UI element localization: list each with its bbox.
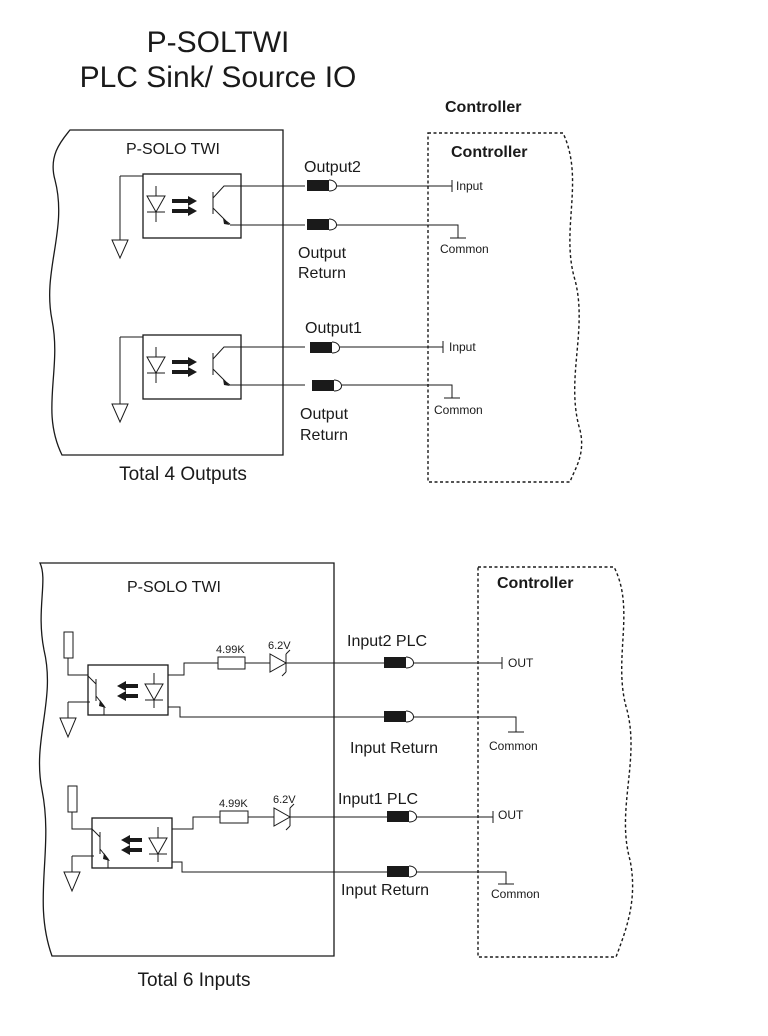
output-channel-1: Output1 Output Return Input Common: [111, 320, 483, 444]
phototransistor-icon: [72, 828, 109, 868]
resistor-icon: [63, 631, 74, 659]
outputs-section: Controller P-SOLO TWI Controller: [49, 99, 583, 485]
led-diode-icon: [148, 827, 168, 862]
light-arrow-icon: [117, 691, 138, 701]
light-arrow-icon: [117, 681, 138, 691]
resistor-icon: [219, 810, 249, 824]
led-diode-icon: [146, 186, 166, 222]
terminal-plug: [307, 219, 329, 230]
light-arrow-icon: [172, 357, 197, 367]
inputs-device-label: P-SOLO TWI: [127, 579, 221, 596]
light-arrow-icon: [172, 367, 197, 377]
optocoupler-box: [91, 817, 173, 869]
outputs-device-box: [49, 129, 284, 456]
output-2-controller-input: Input: [456, 179, 483, 193]
outputs-controller-label: Controller: [451, 144, 527, 161]
ground-icon: [59, 717, 77, 739]
led-diode-icon: [146, 347, 166, 383]
input-1-zener-value: 6.2V: [273, 794, 296, 806]
light-arrow-icon: [121, 835, 142, 845]
optocoupler-box: [142, 334, 242, 400]
input-2-return-label: Input Return: [350, 740, 438, 757]
input-1-controller-common: Common: [491, 887, 540, 901]
input-2-controller-common: Common: [489, 739, 538, 753]
terminal-plug: [312, 380, 334, 391]
phototransistor-icon: [212, 346, 240, 386]
outputs-outer-controller-label: Controller: [445, 99, 521, 116]
ground-icon: [111, 239, 129, 260]
optocoupler-box: [87, 664, 169, 716]
output-1-controller-common: Common: [434, 403, 483, 417]
input-1-resistor-value: 4.99K: [219, 798, 248, 810]
input-channel-1: 4.99K 6.2V Input1 PLC Input Return OUT C…: [63, 785, 540, 901]
inputs-device-box: [38, 562, 335, 957]
output-1-label: Output1: [305, 320, 362, 337]
led-diode-icon: [144, 673, 164, 708]
inputs-section: P-SOLO TWI Controller: [38, 562, 634, 991]
title-line-2: PLC Sink/ Source IO: [80, 61, 357, 94]
terminal-plug: [384, 711, 406, 722]
input-channel-2: 4.99K 6.2V Input2 PLC Input Return OUT C…: [59, 631, 538, 757]
terminal-plug: [307, 180, 329, 191]
light-arrow-icon: [172, 206, 197, 216]
terminal-plug: [384, 657, 406, 668]
output-2-return-label-1: Output: [298, 245, 347, 262]
terminal-plug: [387, 866, 409, 877]
output-2-label: Output2: [304, 159, 361, 176]
input-2-zener-value: 6.2V: [268, 640, 291, 652]
input-1-controller-out: OUT: [498, 808, 524, 822]
output-2-controller-common: Common: [440, 242, 489, 256]
outputs-device-label: P-SOLO TWI: [126, 141, 220, 158]
optocoupler-box: [142, 173, 242, 239]
resistor-icon: [217, 656, 246, 670]
input-2-controller-out: OUT: [508, 656, 534, 670]
input-2-plc-label: Input2 PLC: [347, 633, 427, 650]
inputs-controller-label: Controller: [497, 575, 573, 592]
output-1-return-label-2: Return: [300, 427, 348, 444]
light-arrow-icon: [172, 196, 197, 206]
input-1-return-label: Input Return: [341, 882, 429, 899]
input-2-resistor-value: 4.99K: [216, 644, 245, 656]
light-arrow-icon: [121, 845, 142, 855]
ground-icon: [111, 403, 129, 424]
output-channel-2: Output2 Output Return Input Common: [111, 159, 489, 282]
outputs-controller-box: [427, 132, 583, 483]
phototransistor-icon: [212, 185, 240, 225]
ground-icon: [63, 871, 81, 893]
output-2-return-label-2: Return: [298, 265, 346, 282]
terminal-plug: [387, 811, 409, 822]
resistor-icon: [67, 785, 78, 813]
title-line-1: P-SOLTWI: [147, 26, 290, 59]
terminal-plug: [310, 342, 332, 353]
output-1-return-label-1: Output: [300, 406, 349, 423]
inputs-total-label: Total 6 Inputs: [137, 970, 250, 991]
input-1-plc-label: Input1 PLC: [338, 791, 418, 808]
phototransistor-icon: [68, 675, 105, 715]
outputs-total-label: Total 4 Outputs: [119, 464, 247, 485]
output-1-controller-input: Input: [449, 340, 476, 354]
